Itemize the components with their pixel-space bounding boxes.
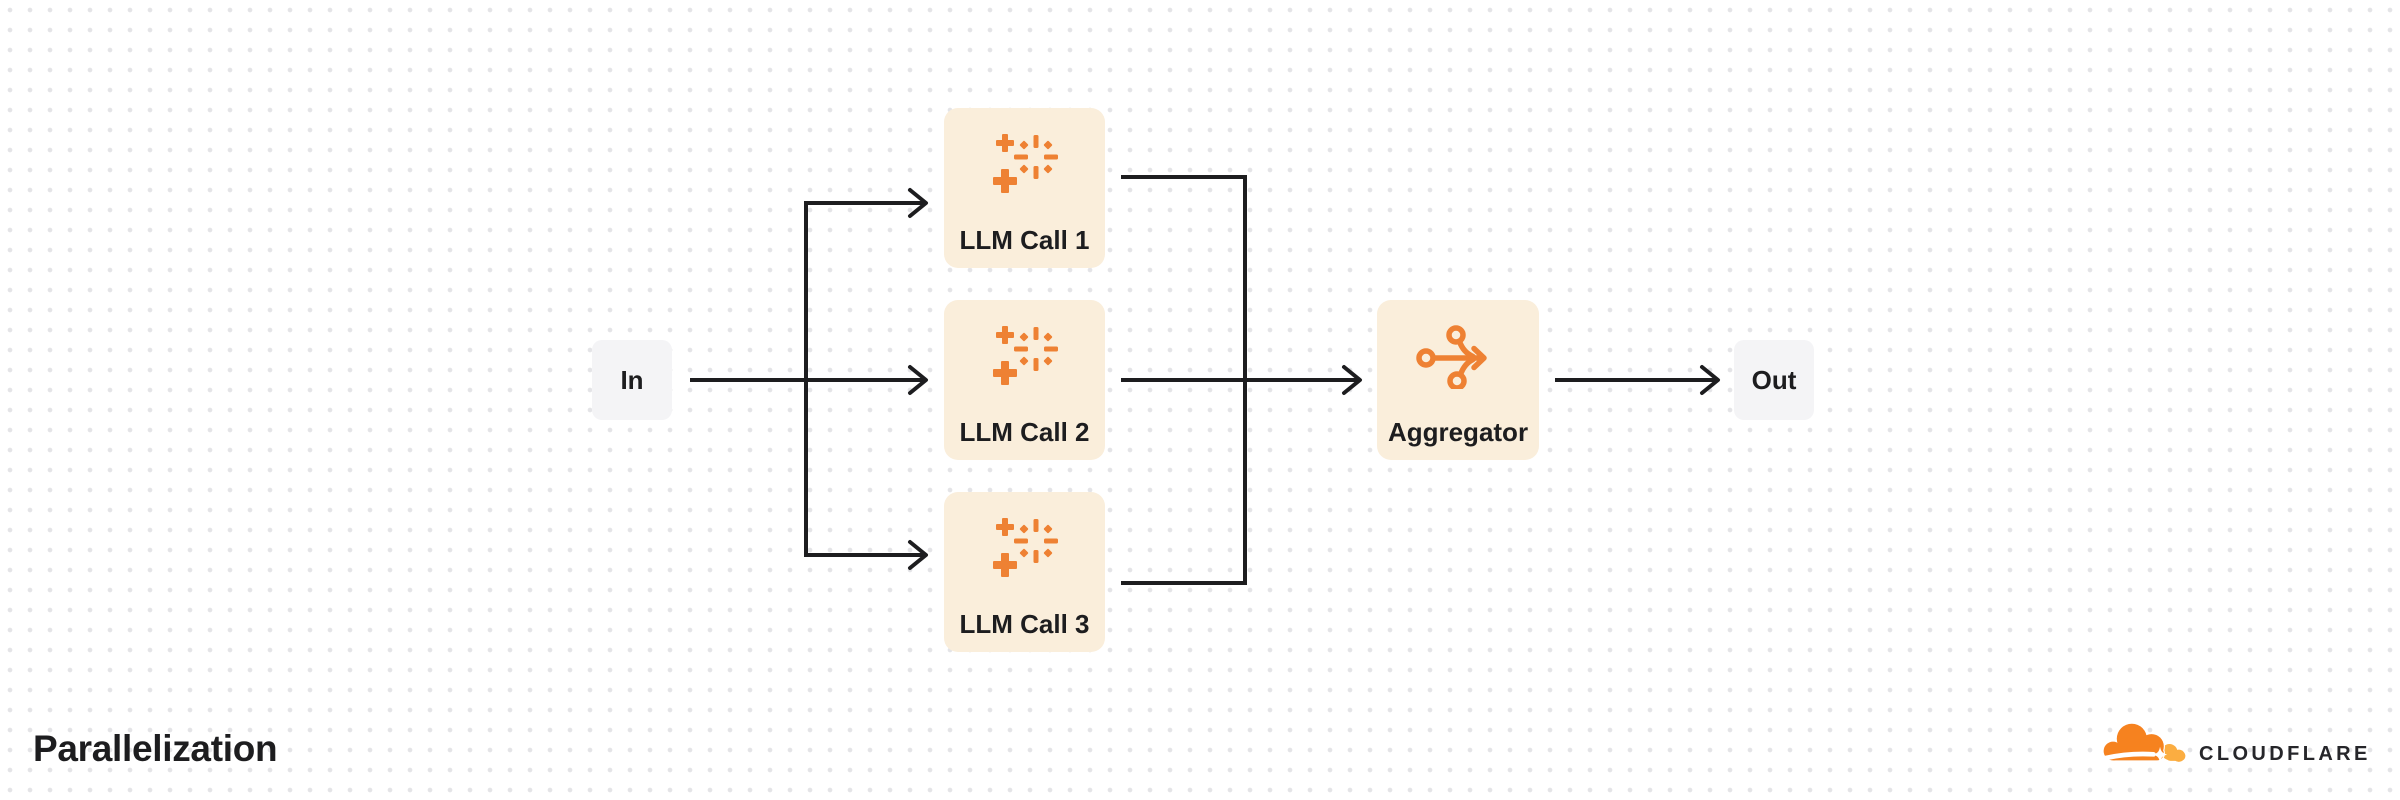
merge-arrow-icon xyxy=(1416,325,1487,389)
sparkles-icon xyxy=(992,326,1058,385)
arrowhead-llm3 xyxy=(908,540,928,570)
arrowhead-llm1 xyxy=(908,188,928,218)
node-aggregator-label: Aggregator xyxy=(1387,417,1529,447)
node-out-label: Out xyxy=(1751,364,1797,395)
arrowhead-out xyxy=(1700,365,1720,395)
arrowhead-llm2 xyxy=(908,365,928,395)
arrowhead-aggregator xyxy=(1342,365,1362,395)
sparkles-icon xyxy=(992,518,1058,577)
cloudflare-cloud-icon xyxy=(2102,722,2186,763)
node-in: In xyxy=(592,340,672,420)
node-llm-call-3: LLM Call 3 xyxy=(944,492,1105,652)
node-aggregator: Aggregator xyxy=(1377,300,1539,460)
node-llm-call-3-label: LLM Call 3 xyxy=(959,609,1090,639)
diagram-title: Parallelization xyxy=(33,728,278,769)
node-in-label: In xyxy=(620,364,644,395)
cloudflare-wordmark: CLOUDFLARE xyxy=(2199,743,2371,765)
node-llm-call-2-label: LLM Call 2 xyxy=(959,417,1090,447)
sparkles-icon xyxy=(992,134,1058,193)
cloudflare-logo: CLOUDFLARE xyxy=(2098,720,2371,767)
edge-in-llm1 xyxy=(804,201,923,380)
node-llm-call-1: LLM Call 1 xyxy=(944,108,1105,268)
node-out: Out xyxy=(1734,340,1814,420)
node-llm-call-1-label: LLM Call 1 xyxy=(959,225,1090,255)
node-llm-call-2: LLM Call 2 xyxy=(944,300,1105,460)
edge-in-llm3 xyxy=(804,380,923,557)
